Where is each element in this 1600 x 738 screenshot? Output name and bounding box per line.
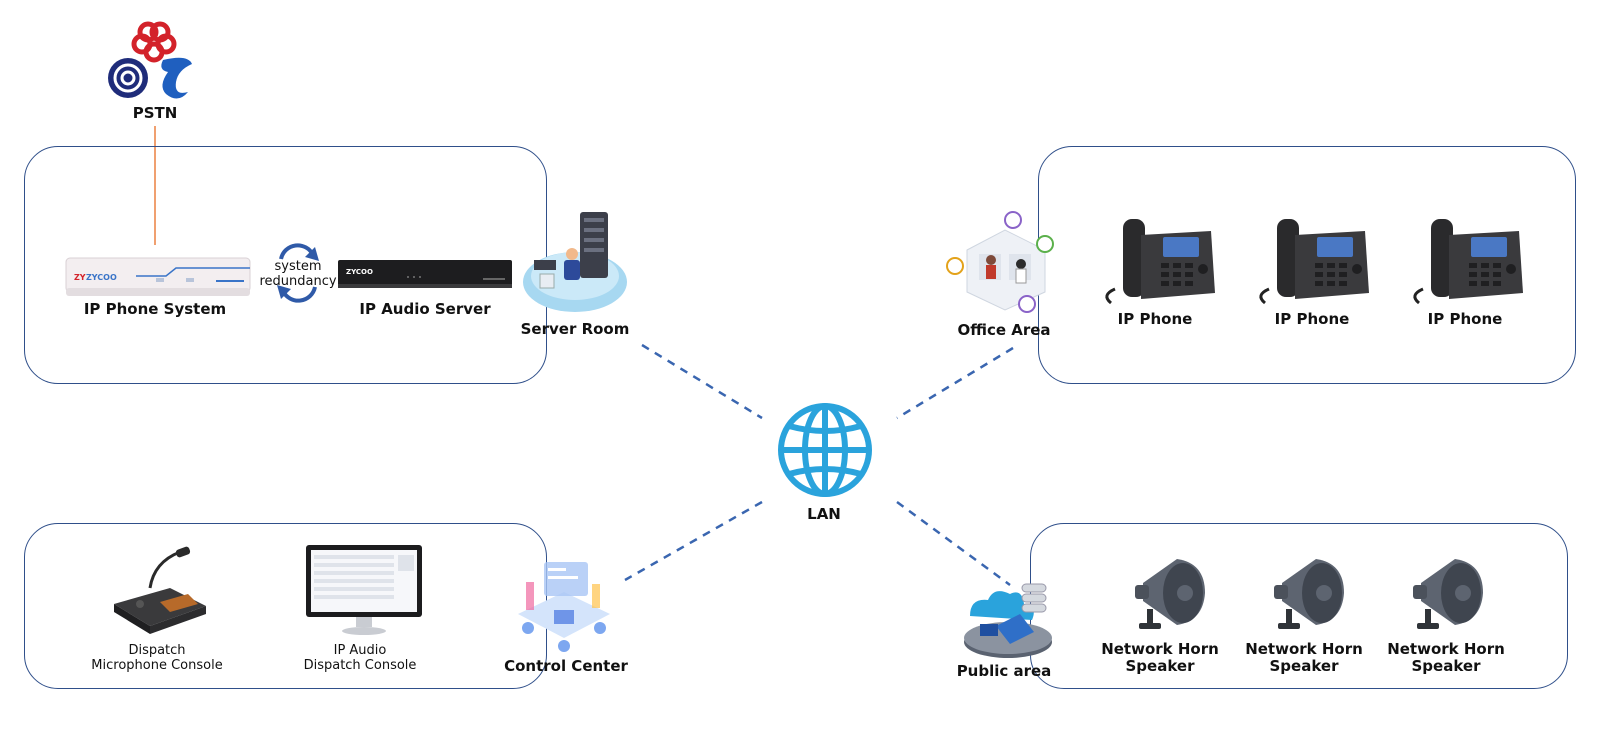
ip-audio-dispatch-console-label: IP Audio Dispatch Console <box>304 643 417 673</box>
public-area-label: Public area <box>956 662 1052 680</box>
ip-phone-label: IP Phone <box>1274 310 1350 328</box>
speaker-1-line2: Speaker <box>1125 657 1195 675</box>
link-server-room <box>641 343 763 420</box>
ip-audio-server-device-icon: ZYCOO <box>338 260 512 288</box>
redundancy-arrows-icon <box>277 243 319 303</box>
ip-phone-label: IP Phone <box>1427 310 1503 328</box>
network-horn-speaker-icon <box>1413 559 1483 629</box>
control-center-illustration-icon <box>518 562 610 652</box>
lan-globe-icon <box>778 403 872 497</box>
speaker-2-line2: Speaker <box>1269 657 1339 675</box>
ip-audio-dispatch-line1: IP Audio <box>333 643 387 658</box>
office-area-illustration-icon <box>946 211 1054 313</box>
dispatch-microphone-console-label: Dispatch Microphone Console <box>91 643 222 673</box>
speaker-2-line1: Network Horn <box>1245 640 1363 658</box>
network-horn-speaker-icon <box>1274 559 1344 629</box>
ip-audio-server-label: IP Audio Server <box>359 300 491 318</box>
link-office-area <box>896 346 1014 420</box>
lan-label: LAN <box>807 505 841 523</box>
pstn-label: PSTN <box>132 104 178 122</box>
speaker-3-line1: Network Horn <box>1387 640 1505 658</box>
redundancy-label: system redundancy <box>259 259 336 289</box>
speaker-1-line1: Network Horn <box>1101 640 1219 658</box>
control-center-label: Control Center <box>504 657 628 675</box>
ip-audio-dispatch-console-icon <box>306 545 422 635</box>
network-horn-speaker-label: Network Horn Speaker <box>1245 641 1363 675</box>
ip-phone-label: IP Phone <box>1117 310 1193 328</box>
ip-phone-icon <box>1413 219 1523 305</box>
server-room-label: Server Room <box>520 320 630 338</box>
link-public-area <box>896 500 1011 587</box>
pstn-carrier-logos-icon <box>108 21 192 99</box>
network-horn-speaker-label: Network Horn Speaker <box>1101 641 1219 675</box>
ip-phone-system-label: IP Phone System <box>83 300 227 318</box>
ip-phone-system-device-icon: ZY ZYCOO <box>65 257 251 296</box>
ip-audio-dispatch-line2: Dispatch Console <box>303 658 417 673</box>
link-control-center <box>624 500 763 582</box>
redundancy-line2: redundancy <box>259 274 337 289</box>
dispatch-microphone-console-icon <box>114 546 206 634</box>
dispatch-mic-line2: Microphone Console <box>91 658 223 673</box>
svg-text:ZY: ZY <box>74 273 86 282</box>
network-horn-speaker-label: Network Horn Speaker <box>1387 641 1505 675</box>
public-area-illustration-icon <box>964 583 1052 658</box>
speaker-3-line2: Speaker <box>1411 657 1481 675</box>
redundancy-line1: system <box>274 259 322 274</box>
svg-text:ZYCOO: ZYCOO <box>86 273 117 282</box>
server-room-illustration-icon <box>523 212 627 312</box>
network-horn-speaker-icon <box>1135 559 1205 629</box>
dispatch-mic-line1: Dispatch <box>128 643 186 658</box>
ip-phone-icon <box>1105 219 1215 305</box>
ip-phone-icon <box>1259 219 1369 305</box>
svg-text:ZYCOO: ZYCOO <box>346 268 373 276</box>
office-area-label: Office Area <box>957 321 1051 339</box>
